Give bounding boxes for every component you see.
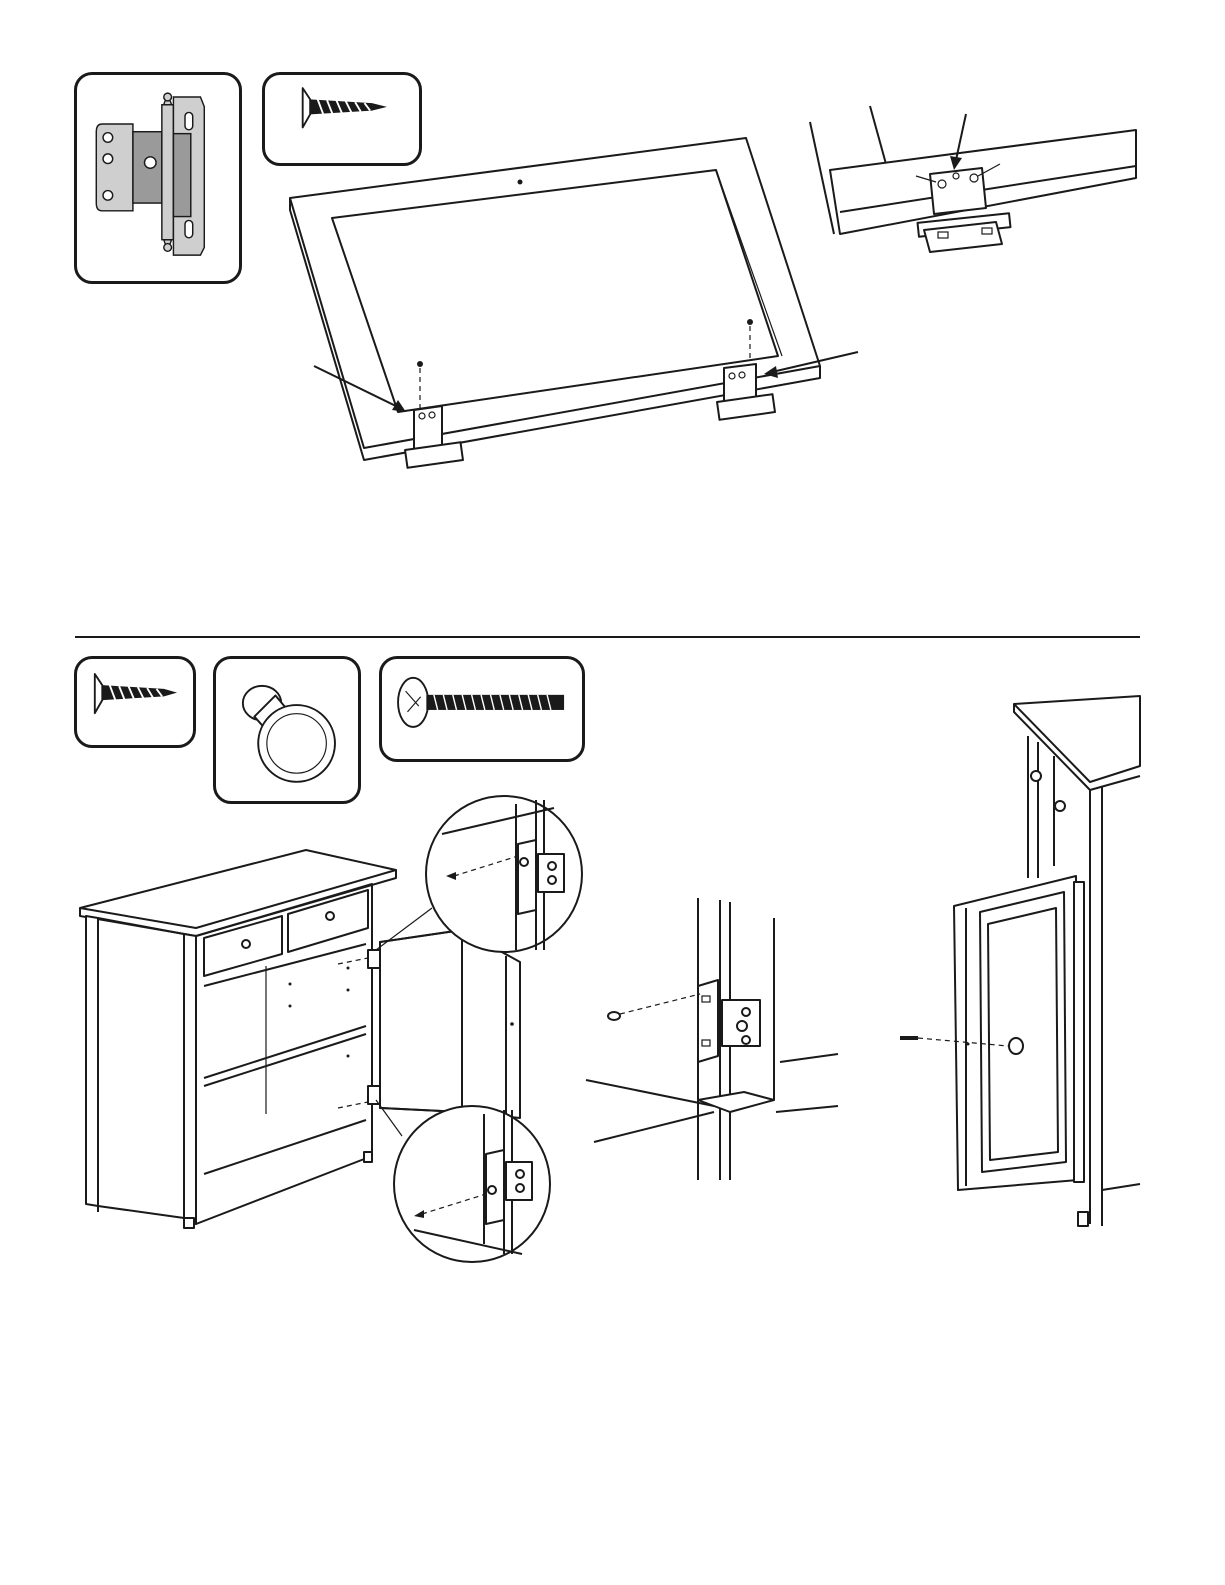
hinge-icon bbox=[77, 75, 239, 281]
part-box-screw-2 bbox=[74, 656, 196, 748]
part-box-hinge bbox=[74, 72, 242, 284]
door-frame-with-hinges bbox=[280, 130, 840, 470]
knob-icon bbox=[216, 659, 358, 801]
part-box-knob bbox=[213, 656, 361, 804]
knob-attachment bbox=[896, 696, 1142, 1232]
section-divider bbox=[75, 636, 1140, 638]
part-box-bolt bbox=[379, 656, 585, 762]
hinge-detail-closeup bbox=[806, 104, 1140, 260]
flat-head-screw-icon bbox=[77, 659, 193, 745]
hinge-closeup-bottom bbox=[392, 1104, 552, 1264]
pan-head-bolt-icon bbox=[382, 659, 582, 759]
hinge-closeup-top bbox=[424, 794, 584, 954]
hinge-to-frame-detail bbox=[584, 890, 840, 1186]
